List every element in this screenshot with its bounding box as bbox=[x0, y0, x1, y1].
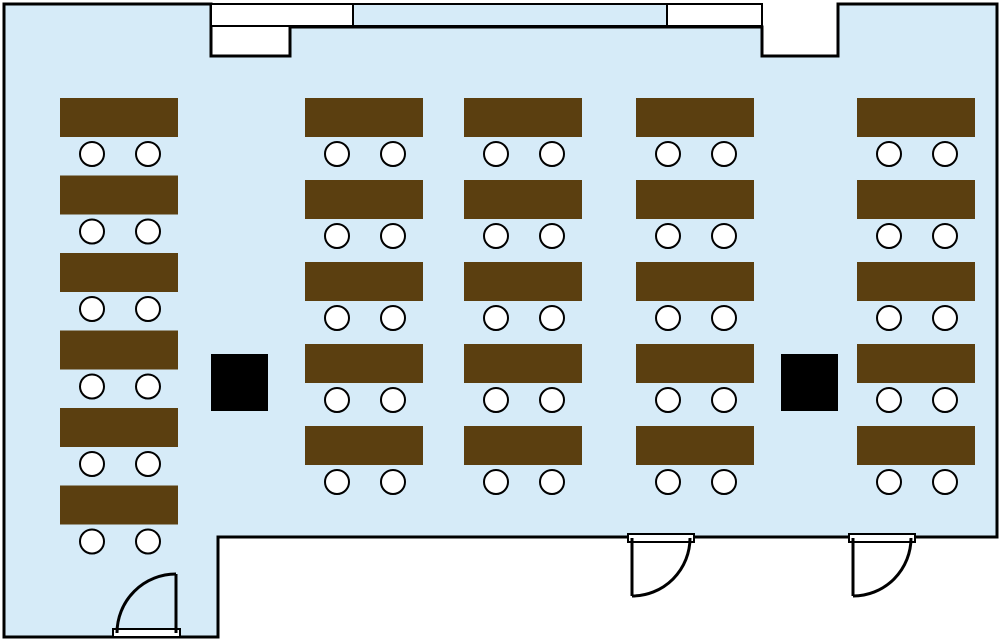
chair-icon bbox=[655, 223, 681, 249]
pillar-icon bbox=[781, 354, 838, 411]
desk-icon bbox=[636, 344, 754, 383]
chair-icon bbox=[79, 296, 105, 322]
chair-icon bbox=[483, 305, 509, 331]
chair-icon bbox=[79, 373, 105, 400]
chair-icon bbox=[135, 451, 161, 477]
chair-icon bbox=[539, 387, 565, 413]
pillar-icon bbox=[211, 354, 268, 411]
chair-icon bbox=[932, 141, 958, 167]
chair-icon bbox=[483, 141, 509, 167]
chair-icon bbox=[539, 469, 565, 495]
chair-icon bbox=[539, 141, 565, 167]
desk-icon bbox=[60, 175, 178, 215]
chair-icon bbox=[135, 218, 161, 245]
chair-icon bbox=[932, 305, 958, 331]
chair-icon bbox=[324, 223, 350, 249]
chair-icon bbox=[380, 469, 406, 495]
desk-icon bbox=[60, 485, 178, 525]
desk-icon bbox=[305, 426, 423, 465]
desk-icon bbox=[857, 426, 975, 465]
desk-group-center-block-1 bbox=[305, 98, 423, 495]
chair-icon bbox=[932, 387, 958, 413]
chair-icon bbox=[483, 387, 509, 413]
chair-icon bbox=[79, 528, 105, 555]
chair-icon bbox=[711, 223, 737, 249]
chair-icon bbox=[79, 141, 105, 167]
chair-icon bbox=[380, 223, 406, 249]
desk-icon bbox=[636, 262, 754, 301]
desk-icon bbox=[857, 98, 975, 137]
chair-icon bbox=[711, 469, 737, 495]
door-layer bbox=[112, 533, 916, 638]
chair-icon bbox=[324, 305, 350, 331]
desk-icon bbox=[857, 180, 975, 219]
chair-icon bbox=[655, 469, 681, 495]
chair-icon bbox=[876, 305, 902, 331]
desk-icon bbox=[60, 98, 178, 137]
desk-icon bbox=[464, 426, 582, 465]
chair-icon bbox=[135, 373, 161, 400]
chair-icon bbox=[324, 387, 350, 413]
chair-icon bbox=[79, 451, 105, 477]
chair-icon bbox=[380, 305, 406, 331]
chair-icon bbox=[655, 387, 681, 413]
chair-icon bbox=[135, 528, 161, 555]
desk-icon bbox=[857, 262, 975, 301]
chair-icon bbox=[539, 223, 565, 249]
chair-icon bbox=[876, 387, 902, 413]
desk-icon bbox=[60, 408, 178, 447]
desk-icon bbox=[305, 344, 423, 383]
top-alcove-left bbox=[210, 3, 354, 27]
chair-icon bbox=[539, 305, 565, 331]
chair-icon bbox=[711, 141, 737, 167]
desk-group-right-wall-row bbox=[857, 98, 975, 495]
desk-icon bbox=[305, 98, 423, 137]
furniture-layer bbox=[60, 98, 975, 555]
desk-icon bbox=[305, 262, 423, 301]
chair-icon bbox=[380, 387, 406, 413]
desk-icon bbox=[857, 344, 975, 383]
desk-group-center-block-3 bbox=[636, 98, 754, 495]
chair-icon bbox=[324, 141, 350, 167]
chair-icon bbox=[655, 141, 681, 167]
chair-icon bbox=[711, 305, 737, 331]
door-swing-icon[interactable] bbox=[627, 533, 695, 598]
chair-icon bbox=[135, 141, 161, 167]
desk-group-left-wall-row bbox=[60, 98, 178, 555]
chair-icon bbox=[876, 223, 902, 249]
desk-icon bbox=[60, 330, 178, 370]
desk-group-center-block-2 bbox=[464, 98, 582, 495]
top-alcove-right bbox=[666, 3, 763, 27]
pillar-layer bbox=[211, 354, 838, 411]
chair-icon bbox=[483, 223, 509, 249]
chair-icon bbox=[79, 218, 105, 245]
desk-icon bbox=[464, 180, 582, 219]
chair-icon bbox=[932, 223, 958, 249]
chair-icon bbox=[135, 296, 161, 322]
chair-icon bbox=[655, 305, 681, 331]
chair-icon bbox=[324, 469, 350, 495]
desk-icon bbox=[464, 98, 582, 137]
top-window bbox=[352, 3, 668, 27]
desk-icon bbox=[636, 98, 754, 137]
chair-icon bbox=[711, 387, 737, 413]
chair-icon bbox=[380, 141, 406, 167]
desk-icon bbox=[636, 426, 754, 465]
door-swing-icon[interactable] bbox=[848, 533, 916, 598]
desk-icon bbox=[305, 180, 423, 219]
chair-icon bbox=[932, 469, 958, 495]
desk-icon bbox=[636, 180, 754, 219]
door-swing-icon[interactable] bbox=[112, 572, 181, 638]
desk-icon bbox=[60, 253, 178, 292]
chair-icon bbox=[876, 469, 902, 495]
chair-icon bbox=[483, 469, 509, 495]
desk-icon bbox=[464, 344, 582, 383]
desk-icon bbox=[464, 262, 582, 301]
chair-icon bbox=[876, 141, 902, 167]
